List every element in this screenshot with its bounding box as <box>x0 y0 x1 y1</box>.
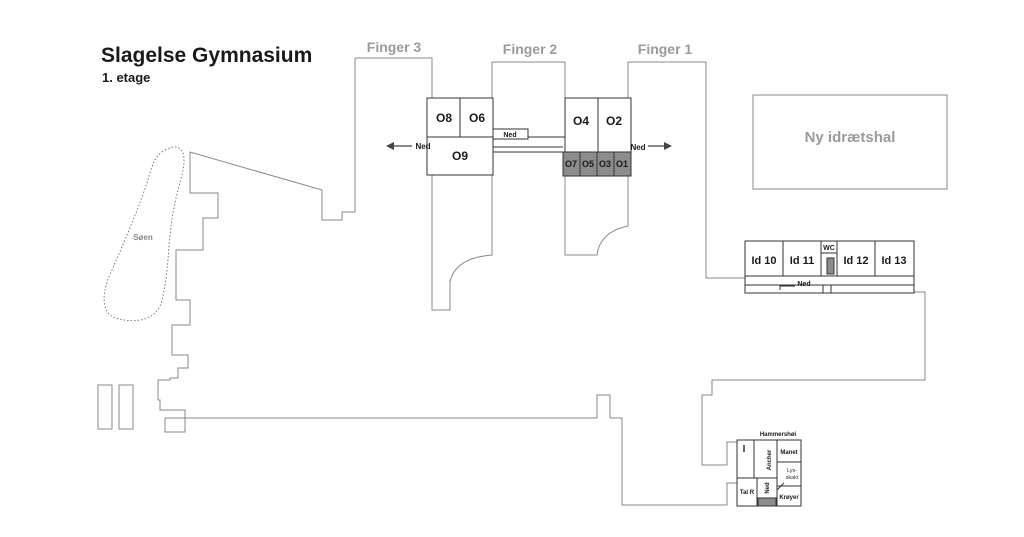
room-o2: O2 <box>606 114 622 128</box>
room-hammershoi: Hammershøi <box>760 432 797 438</box>
room-o8: O8 <box>436 111 452 125</box>
room-o5: O5 <box>582 159 594 169</box>
room-id10: Id 10 <box>751 255 776 267</box>
lightwell-label-1: Lys- <box>787 468 797 474</box>
room-kroyer: Krøyer <box>779 495 799 501</box>
stairs-label-id-block: Ned <box>797 281 810 288</box>
room-id13: Id 13 <box>881 255 906 267</box>
finger-3-label: Finger 3 <box>367 39 422 55</box>
room-o1: O1 <box>616 159 628 169</box>
floor-label: 1. etage <box>102 70 151 85</box>
room-o9: O9 <box>452 149 468 163</box>
building-outline <box>97 57 948 506</box>
page-title: Slagelse Gymnasium <box>101 44 313 67</box>
room-id12: Id 12 <box>843 255 868 267</box>
finger-2-label: Finger 2 <box>503 41 558 57</box>
stairs-label-west: Ned <box>415 142 430 151</box>
lower-block <box>736 439 802 507</box>
room-id11: Id 11 <box>790 255 814 267</box>
room-o3: O3 <box>599 159 611 169</box>
stairs-label-east: Ned <box>630 143 645 152</box>
sports-hall-label: Ny idrætshal <box>805 129 896 146</box>
lake-label: Søen <box>133 233 153 242</box>
room-ancher: Ancher <box>767 449 773 470</box>
room-manet: Manet <box>780 450 797 456</box>
id-block <box>744 240 915 294</box>
stairs-label-lower-block: Ned <box>765 482 771 494</box>
o-block <box>386 97 672 177</box>
lightwell-label-2: skakt <box>786 475 799 481</box>
room-o4: O4 <box>573 114 589 128</box>
room-wc: WC <box>823 245 835 252</box>
stairs-label-o-block: Ned <box>503 132 516 139</box>
new-sports-hall <box>752 94 948 190</box>
room-talr: Tal R <box>740 490 755 496</box>
room-o7: O7 <box>565 159 577 169</box>
finger-1-label: Finger 1 <box>638 41 693 57</box>
room-o6: O6 <box>469 111 485 125</box>
lake-soen <box>103 146 185 322</box>
